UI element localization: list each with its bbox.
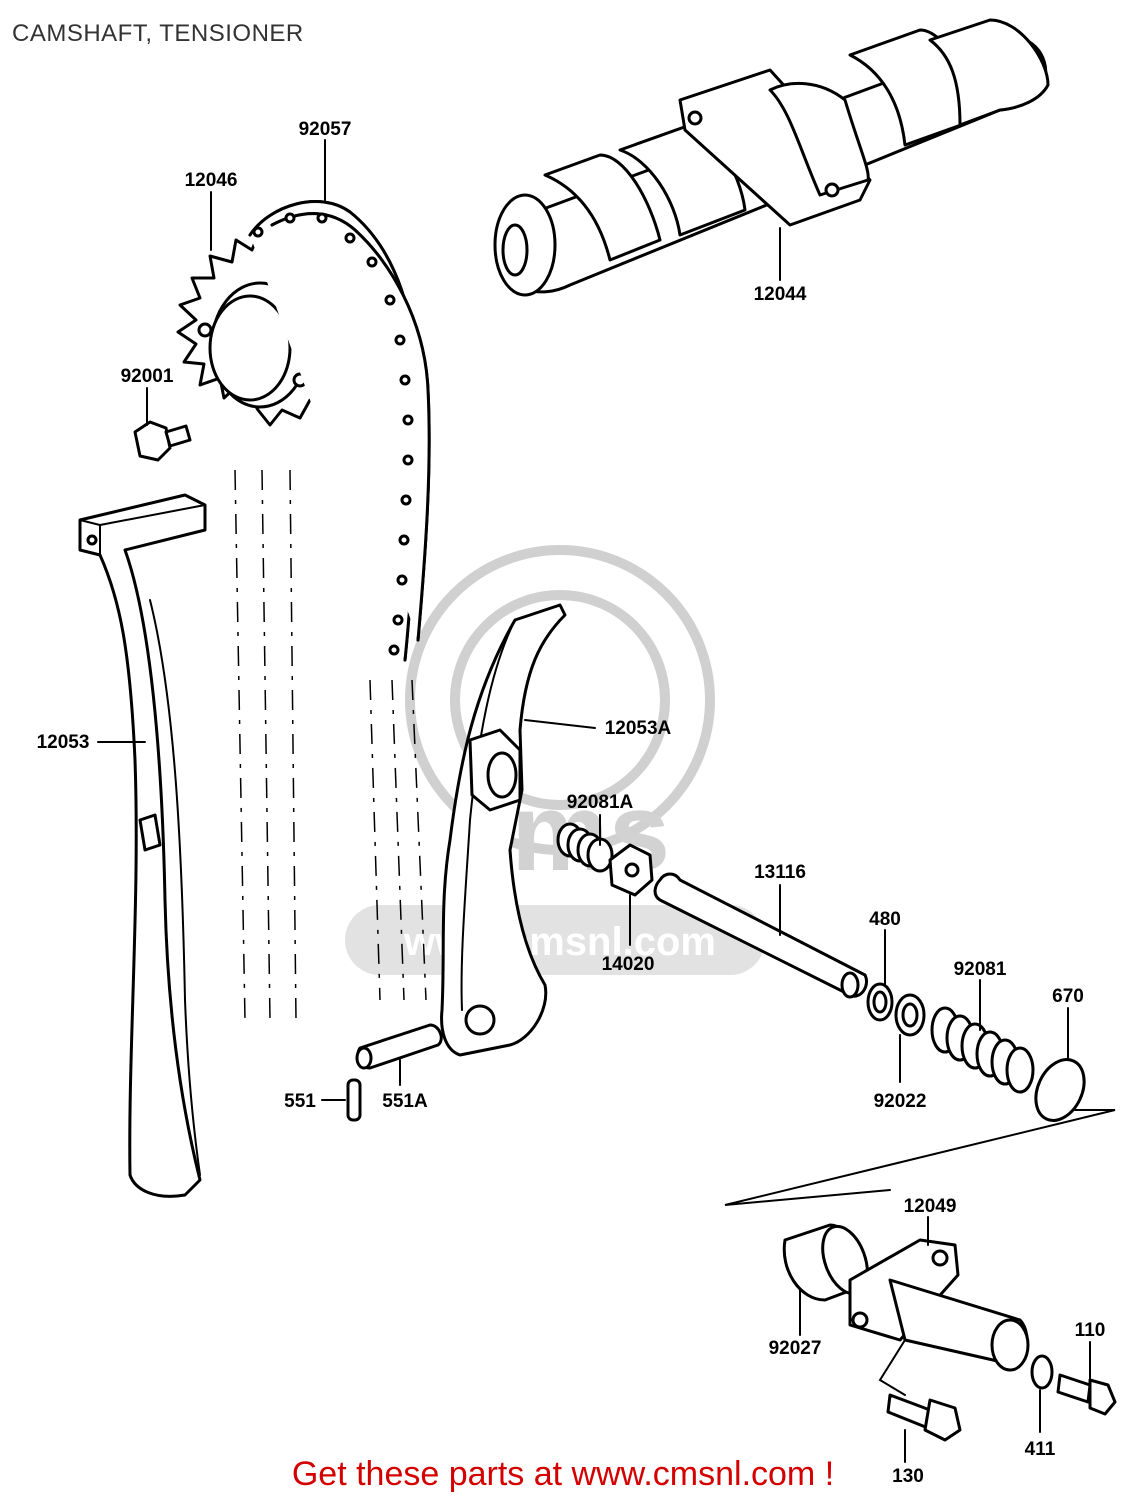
part-label-670[interactable]: 670 [1052,986,1084,1007]
circlip-480[interactable] [866,982,894,1022]
part-label-92022[interactable]: 92022 [874,1091,927,1112]
part-label-110[interactable]: 110 [1075,1320,1106,1341]
rod-13116[interactable] [653,872,868,999]
part-labels: 92057 12046 12044 92001 12053 12053A 920… [37,119,1106,1487]
part-label-92001[interactable]: 92001 [121,366,174,387]
part-label-12053A[interactable]: 12053A [605,718,672,739]
part-label-92027[interactable]: 92027 [769,1338,822,1359]
spring-92081A[interactable] [556,822,614,873]
tensioner-guide-12053A[interactable] [440,603,567,1057]
part-label-92057[interactable]: 92057 [299,119,352,140]
part-label-92081A[interactable]: 92081A [567,792,634,813]
part-label-13116[interactable]: 13116 [754,862,806,883]
cam-chain-92057[interactable] [248,200,431,662]
pin-551[interactable] [346,1078,362,1122]
part-label-12053[interactable]: 12053 [37,732,90,753]
bolt-92001[interactable] [133,420,192,462]
part-label-14020[interactable]: 14020 [602,954,655,975]
part-label-12049[interactable]: 12049 [904,1196,957,1217]
part-label-92081[interactable]: 92081 [954,959,1007,980]
part-label-130[interactable]: 130 [892,1466,924,1487]
part-label-551A[interactable]: 551A [382,1091,428,1112]
tensioner-housing-12049[interactable] [848,1238,1030,1372]
part-label-480[interactable]: 480 [869,909,901,930]
page-title: CAMSHAFT, TENSIONER [12,20,304,47]
part-label-411[interactable]: 411 [1025,1439,1056,1460]
spring-92081[interactable] [930,1006,1035,1094]
o-ring-670[interactable] [1027,1052,1094,1129]
chain-guide-12053[interactable] [78,493,207,1198]
leader-lines [97,139,1091,1463]
assembly-connector [724,1109,1116,1396]
part-label-12044[interactable]: 12044 [754,284,807,305]
bolt-110[interactable] [1056,1373,1117,1416]
camshaft-12044[interactable] [493,18,1050,320]
part-label-12046[interactable]: 12046 [185,170,238,191]
part-label-551[interactable]: 551 [284,1091,316,1112]
assembly-lines [234,469,427,1021]
washer-92022[interactable] [894,993,926,1037]
footer-link[interactable]: Get these parts at www.cmsnl.com ! [291,1455,835,1493]
nut-14020[interactable] [608,843,654,897]
bolt-130[interactable] [886,1393,962,1442]
washer-411[interactable] [1030,1354,1054,1390]
pin-551A[interactable] [355,1023,443,1070]
